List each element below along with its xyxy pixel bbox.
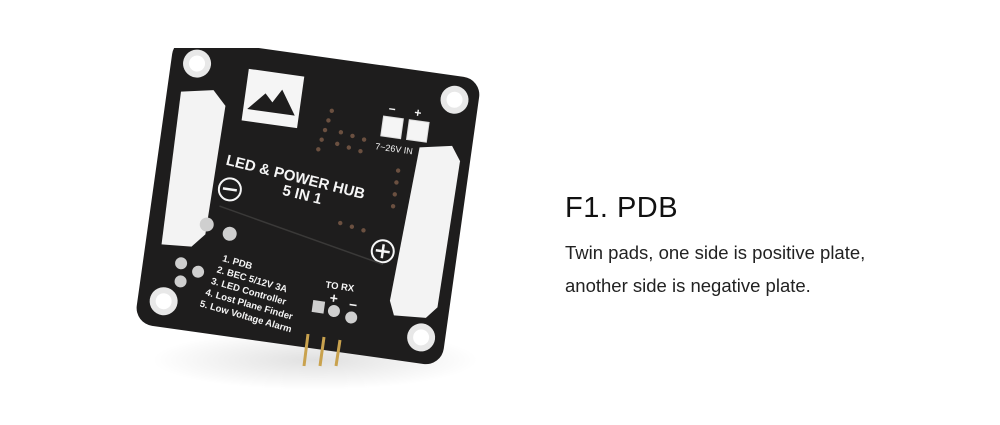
- minus-pin-pad: [345, 311, 358, 324]
- input-plus-pad: [405, 119, 430, 143]
- feature-title: F1. PDB: [565, 192, 679, 224]
- plus-symbol-icon: [370, 239, 395, 264]
- pcb-board-image: − + 7~26V IN LED & POWER HUB 5 IN 1: [130, 48, 480, 368]
- solder-pad: [199, 217, 214, 232]
- svg-text:−: −: [348, 296, 358, 313]
- positive-pad: [389, 145, 461, 318]
- pcb-board-illustration: − + 7~26V IN LED & POWER HUB 5 IN 1: [136, 48, 480, 367]
- input-minus-label: −: [388, 102, 397, 117]
- feature-text-block: F1. PDB Twin pads, one side is positive …: [565, 190, 965, 302]
- feature-description: Twin pads, one side is positive plate, a…: [565, 236, 965, 302]
- plus-pin-pad: [327, 305, 340, 318]
- input-plus-label: +: [413, 105, 422, 120]
- signal-pin-pad: [311, 300, 326, 314]
- header-pins: [302, 333, 342, 367]
- feature-description-line: another side is negative plate.: [565, 275, 811, 296]
- input-minus-pad: [380, 115, 404, 140]
- to-rx-label: TO RX: [325, 280, 356, 295]
- mounting-hole-icons: [149, 49, 469, 352]
- brand-logo: [241, 68, 305, 129]
- solder-pad: [222, 226, 237, 241]
- svg-text:+: +: [329, 289, 339, 306]
- negative-pad: [161, 90, 226, 247]
- mountain-logo-icon: [247, 89, 295, 116]
- feature-description-line: Twin pads, one side is positive plate,: [565, 242, 866, 263]
- minus-symbol-icon: [217, 177, 242, 202]
